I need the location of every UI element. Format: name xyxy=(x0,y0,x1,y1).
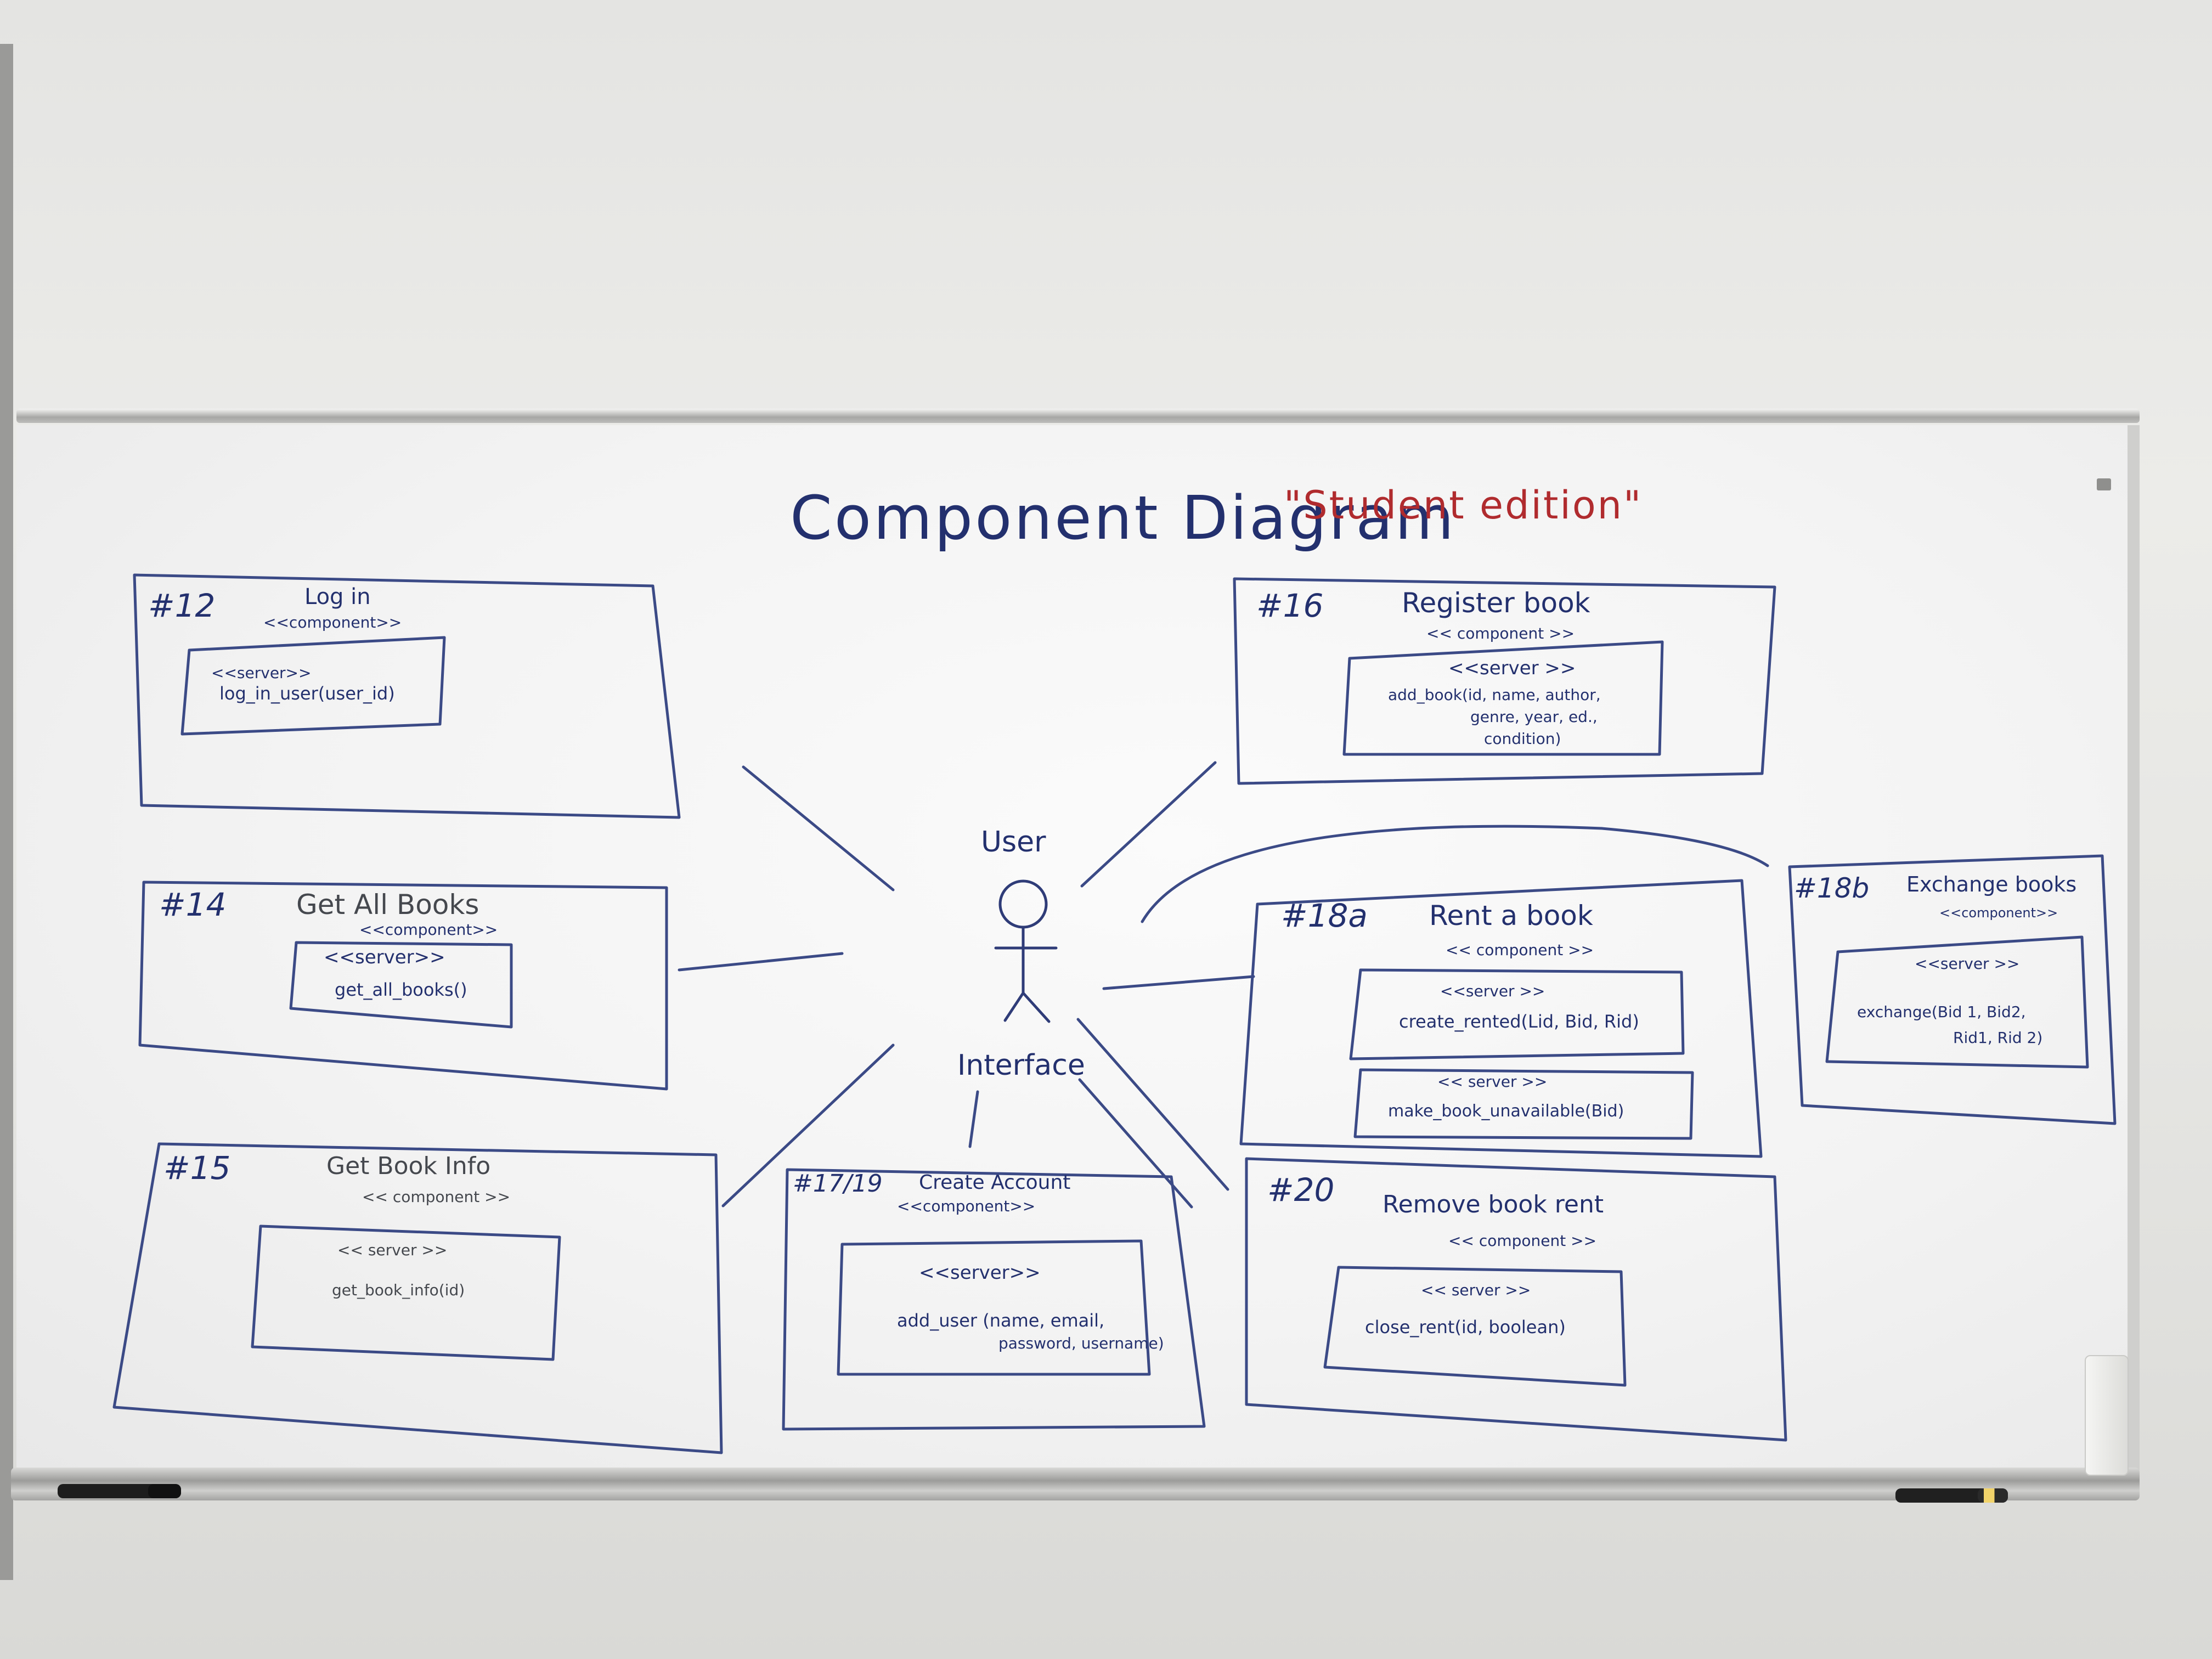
component-box-login xyxy=(133,573,681,819)
method-signature: Rid1, Rid 2) xyxy=(1953,1029,2043,1047)
server-stereotype: <<server >> xyxy=(1915,955,2020,973)
server-box-login xyxy=(180,636,446,736)
component-name: Register book xyxy=(1402,587,1590,619)
board-top-frame xyxy=(16,409,2140,423)
server-stereotype: <<server>> xyxy=(324,946,445,968)
component-box-get-book-info xyxy=(112,1142,723,1454)
marker-cap xyxy=(1978,1488,2008,1503)
component-name: Rent a book xyxy=(1429,900,1593,932)
method-signature: get_all_books() xyxy=(335,979,467,1000)
marker-cap xyxy=(148,1484,181,1498)
method-signature: exchange(Bid 1, Bid2, xyxy=(1857,1003,2026,1021)
component-stereotype: <<component>> xyxy=(897,1197,1036,1215)
connector-rent-book xyxy=(1102,975,1255,990)
connector-get-all-books xyxy=(678,952,844,972)
component-id: #15 xyxy=(163,1149,231,1187)
server-stereotype: << server >> xyxy=(1437,1073,1548,1091)
component-id: #18a xyxy=(1281,897,1368,934)
component-id: #17/19 xyxy=(793,1170,883,1198)
component-stereotype: <<component>> xyxy=(1939,905,2058,921)
server-box-rent-book-2 xyxy=(1353,1068,1694,1140)
component-stereotype: << component >> xyxy=(1446,941,1594,959)
connector-remove-rent-2 xyxy=(1076,1018,1229,1191)
component-box-get-all-books xyxy=(138,881,668,1091)
diagram-subtitle: "Student edition" xyxy=(1284,483,1643,528)
method-signature: password, username) xyxy=(998,1334,1164,1352)
component-name: Exchange books xyxy=(1906,872,2077,896)
component-box-exchange-books xyxy=(1788,854,2117,1125)
connector-register-book xyxy=(1080,761,1217,888)
component-id: #18b xyxy=(1794,872,1870,904)
component-stereotype: <<component>> xyxy=(359,921,498,939)
connector-exchange-arc xyxy=(1141,825,1769,923)
component-name: Create Account xyxy=(919,1171,1071,1194)
connector-login xyxy=(742,765,895,891)
marker-tray xyxy=(11,1468,2140,1500)
component-name: Remove book rent xyxy=(1383,1190,1604,1218)
component-stereotype: << component >> xyxy=(1448,1232,1597,1250)
method-signature: genre, year, ed., xyxy=(1470,708,1598,726)
component-stereotype: << component >> xyxy=(1426,624,1575,642)
eraser-icon[interactable] xyxy=(2085,1355,2129,1476)
server-stereotype: <<server>> xyxy=(211,664,312,682)
component-id: #20 xyxy=(1267,1171,1335,1209)
method-signature: add_user (name, email, xyxy=(897,1310,1105,1331)
server-box-remove-rent xyxy=(1323,1266,1627,1387)
interface-label: Interface xyxy=(957,1049,1085,1082)
connector-remove-rent-1 xyxy=(1078,1078,1193,1209)
connector-get-book-info xyxy=(721,1043,895,1207)
server-stereotype: <<server >> xyxy=(1440,982,1545,1000)
component-name: Get Book Info xyxy=(326,1152,491,1180)
component-box-register-book xyxy=(1233,577,1776,785)
component-id: #14 xyxy=(159,886,227,923)
server-stereotype: << server >> xyxy=(1421,1281,1531,1299)
method-signature: add_book(id, name, author, xyxy=(1388,686,1601,704)
server-stereotype: << server >> xyxy=(337,1241,448,1259)
server-box-register-book xyxy=(1342,640,1664,756)
stick-figure-icon xyxy=(994,879,1058,1023)
server-stereotype: <<server >> xyxy=(1448,657,1576,679)
server-box-get-all-books xyxy=(289,941,513,1029)
method-signature: close_rent(id, boolean) xyxy=(1365,1317,1566,1338)
method-signature: condition) xyxy=(1484,730,1561,748)
component-stereotype: << component >> xyxy=(362,1188,511,1206)
wall-edge xyxy=(0,44,13,1580)
server-box-create-account xyxy=(837,1239,1151,1376)
method-signature: get_book_info(id) xyxy=(332,1281,465,1299)
marker-icon[interactable] xyxy=(58,1484,181,1498)
diagram-title: Component Diagram xyxy=(790,483,1456,553)
actor-label: User xyxy=(981,826,1046,859)
whiteboard xyxy=(16,425,2140,1470)
marker-icon[interactable] xyxy=(1895,1488,2008,1503)
component-box-remove-rent xyxy=(1245,1157,1787,1442)
component-box-rent-book xyxy=(1239,879,1763,1158)
server-box-rent-book-1 xyxy=(1349,968,1685,1060)
connector-create-account xyxy=(968,1090,979,1148)
server-stereotype: <<server>> xyxy=(919,1262,1041,1284)
component-id: #12 xyxy=(148,587,216,624)
method-signature: create_rented(Lid, Bid, Rid) xyxy=(1399,1011,1639,1032)
server-box-exchange-books xyxy=(1825,935,2089,1069)
server-box-get-book-info xyxy=(251,1224,561,1361)
component-name: Log in xyxy=(304,584,371,610)
method-signature: log_in_user(user_id) xyxy=(219,683,395,704)
component-id: #16 xyxy=(1256,587,1324,624)
component-stereotype: <<component>> xyxy=(263,613,402,631)
component-name: Get All Books xyxy=(296,889,479,921)
component-box-create-account xyxy=(782,1168,1206,1431)
board-clip xyxy=(2097,478,2111,490)
method-signature: make_book_unavailable(Bid) xyxy=(1388,1102,1624,1121)
